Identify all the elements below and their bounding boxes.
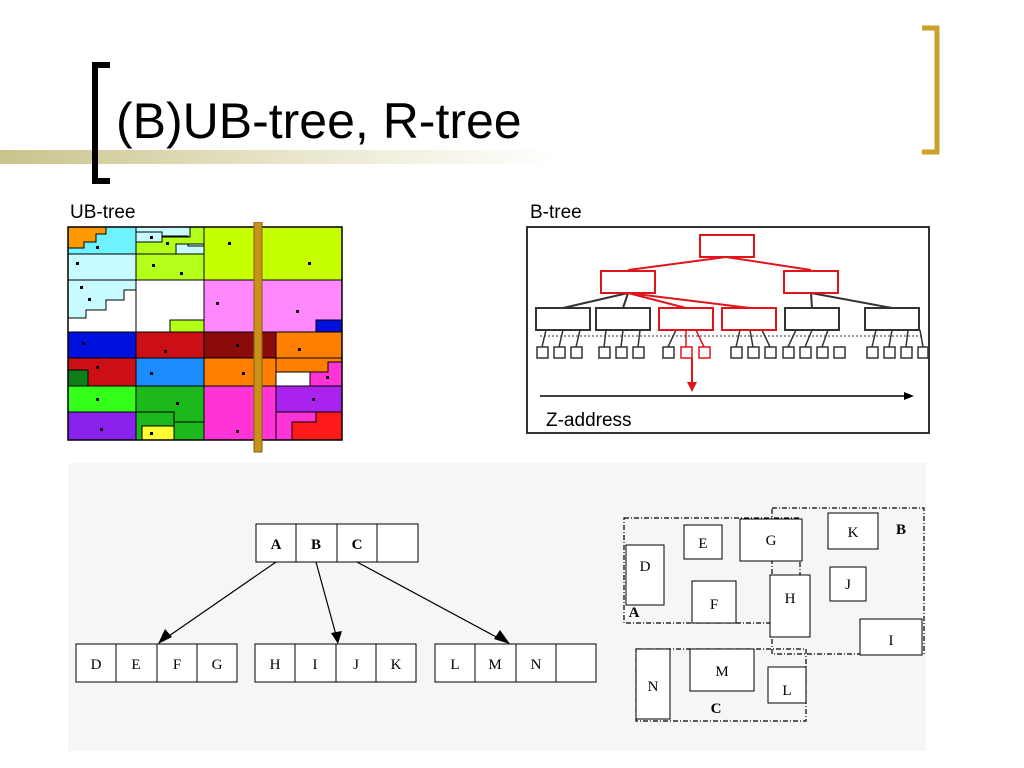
r-tree-spatial-diagram: D E F G H I J K L M N A B C (623, 507, 925, 722)
r-tree-root-entry: B (311, 537, 321, 553)
b-tree-diagram: Z-address (526, 226, 930, 434)
r-tree-entry: M (488, 657, 501, 673)
region-label: A (629, 605, 640, 621)
b-tree-node (595, 307, 651, 331)
r-tree-region-labels: A B C (629, 522, 906, 717)
b-tree-root-node (699, 234, 755, 258)
ub-tree-regions (67, 226, 343, 441)
object-label: J (845, 577, 851, 593)
r-tree-entry: D (91, 657, 102, 673)
r-tree-entry: K (391, 657, 402, 673)
r-tree-root-entry: C (352, 537, 363, 553)
slide-title: (B)UB-tree, R-tree (116, 93, 522, 149)
left-bracket-icon (92, 62, 110, 184)
b-tree-nodes (535, 234, 920, 331)
b-tree-caption: B-tree (530, 202, 582, 223)
b-tree-result-arrow (687, 358, 697, 392)
region-label: C (711, 701, 722, 717)
b-tree-leaf-pages (536, 346, 929, 359)
r-tree-entry: N (531, 657, 542, 673)
right-bracket-icon (922, 25, 940, 155)
object-label: H (785, 591, 796, 607)
object-label: E (698, 536, 707, 552)
r-tree-entry: H (270, 657, 281, 673)
r-tree-child-node: D E F G (75, 643, 238, 683)
z-address-axis (540, 392, 914, 400)
ub-tree-points (76, 236, 329, 435)
region-label: B (896, 522, 906, 538)
object-label: K (848, 525, 859, 541)
r-tree-child-node: L M N (434, 643, 597, 683)
object-label: F (710, 597, 718, 613)
object-label: G (766, 533, 777, 549)
r-tree-child-node: H I J K (254, 643, 417, 683)
b-tree-node-highlighted (721, 307, 777, 331)
r-tree-object-labels: D E F G H I J K L M N (640, 525, 894, 699)
r-tree-root-node: A B C (255, 523, 419, 563)
ub-tree-border (67, 226, 343, 441)
b-tree-node (535, 307, 591, 331)
r-tree-root-entry: A (271, 537, 282, 553)
r-tree-object-boxes (625, 512, 923, 720)
b-tree-edges (562, 256, 893, 309)
ub-tree-diagram (67, 222, 343, 453)
region-a-box (623, 517, 801, 624)
b-tree-node (864, 307, 920, 331)
object-label: M (715, 664, 728, 680)
b-tree-inner-node (600, 270, 656, 294)
object-label: I (889, 633, 894, 649)
r-tree-diagram: A B C D E F G H I J K L M N (75, 523, 597, 683)
b-tree-leaf-links (541, 329, 924, 348)
object-label: N (648, 679, 659, 695)
ub-tree-caption: UB-tree (70, 202, 136, 223)
r-tree-entry: G (212, 657, 223, 673)
r-tree-entry: E (131, 657, 140, 673)
r-tree-entry: F (173, 657, 181, 673)
b-tree-inner-node (783, 270, 839, 294)
object-label: L (782, 683, 791, 699)
r-tree-entry: L (450, 657, 459, 673)
r-tree-pointers (158, 561, 510, 644)
title-underline-bar (0, 150, 560, 164)
b-tree-node-highlighted (658, 307, 714, 331)
query-range-bar (253, 222, 263, 453)
object-label: D (640, 559, 651, 575)
r-tree-entry: I (313, 657, 318, 673)
r-tree-entry: J (353, 657, 359, 673)
z-address-label: Z-address (546, 410, 632, 431)
b-tree-node (784, 307, 840, 331)
